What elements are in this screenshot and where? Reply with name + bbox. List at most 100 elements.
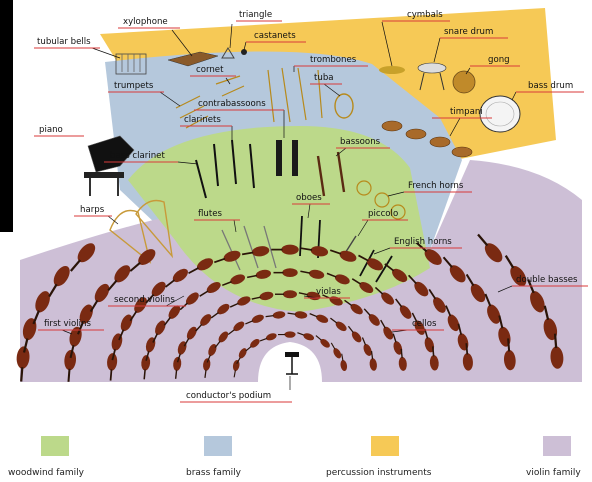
string-instrument-icon bbox=[465, 273, 486, 303]
svg-text:triangle: triangle bbox=[239, 10, 272, 20]
string-instrument-icon bbox=[344, 299, 363, 315]
castanets-instrument bbox=[241, 49, 247, 55]
string-instrument-icon bbox=[221, 274, 246, 287]
string-instrument-icon bbox=[69, 243, 96, 272]
label-bass-clarinet: bass clarinet bbox=[104, 151, 178, 163]
string-instrument-icon bbox=[214, 250, 241, 264]
svg-text:castanets: castanets bbox=[254, 31, 296, 41]
string-instrument-icon bbox=[457, 323, 469, 351]
legend-swatch-brass bbox=[204, 436, 232, 456]
label-cellos: cellos bbox=[392, 319, 444, 331]
string-instrument-icon bbox=[445, 305, 460, 332]
string-instrument-icon bbox=[287, 311, 308, 319]
label-castanets: castanets bbox=[246, 31, 306, 43]
legend-swatch-woodwind bbox=[41, 436, 69, 456]
legend-swatch-violin bbox=[543, 436, 571, 456]
string-instrument-icon bbox=[398, 348, 407, 371]
string-instrument-icon bbox=[251, 291, 274, 301]
string-instrument-icon bbox=[504, 255, 527, 287]
string-instrument-icon bbox=[173, 356, 182, 379]
string-instrument-icon bbox=[374, 286, 395, 305]
svg-text:cymbals: cymbals bbox=[407, 10, 443, 20]
label-triangle: triangle bbox=[236, 10, 282, 22]
string-instrument-icon bbox=[152, 320, 166, 343]
string-instrument-icon bbox=[275, 290, 297, 299]
string-instrument-icon bbox=[199, 282, 221, 297]
bass-clarinet-instrument bbox=[195, 159, 207, 199]
french-horns-instrument bbox=[356, 180, 406, 220]
string-instrument-icon bbox=[380, 319, 394, 340]
svg-text:first violins: first violins bbox=[44, 319, 91, 329]
svg-text:bassoons: bassoons bbox=[340, 137, 381, 147]
string-instrument-icon bbox=[329, 249, 357, 262]
string-instrument-icon bbox=[107, 265, 131, 292]
contrabassoons-instrument bbox=[276, 140, 298, 176]
svg-text:harps: harps bbox=[80, 205, 105, 215]
bass-drum-instrument bbox=[479, 95, 521, 133]
string-instrument-icon bbox=[203, 358, 211, 378]
string-instrument-icon bbox=[259, 333, 277, 342]
svg-text:cornet: cornet bbox=[196, 65, 224, 75]
xylophone-instrument bbox=[167, 51, 219, 67]
legend-swatch-percussion bbox=[371, 436, 399, 456]
label-french-horns: French horns bbox=[404, 181, 472, 193]
svg-text:double basses: double basses bbox=[516, 275, 578, 285]
legend-label-brass: brass family bbox=[186, 468, 241, 478]
podium-area bbox=[258, 342, 322, 382]
label-cornet: cornet bbox=[190, 65, 236, 77]
string-instrument-icon bbox=[214, 331, 229, 349]
svg-text:trombones: trombones bbox=[310, 55, 357, 65]
string-instrument-icon bbox=[141, 355, 151, 380]
string-instrument-icon bbox=[118, 314, 133, 341]
tuba-instrument bbox=[334, 93, 354, 119]
label-gong: gong bbox=[470, 55, 520, 67]
svg-text:snare drum: snare drum bbox=[444, 27, 493, 37]
string-instrument-icon bbox=[442, 256, 466, 283]
svg-text:gong: gong bbox=[488, 55, 510, 65]
svg-text:piano: piano bbox=[39, 125, 63, 135]
string-instrument-icon bbox=[330, 317, 347, 332]
string-instrument-icon bbox=[361, 337, 372, 356]
svg-text:tubular bells: tubular bells bbox=[37, 37, 91, 47]
svg-text:clarinets: clarinets bbox=[184, 115, 221, 125]
svg-text:oboes: oboes bbox=[296, 193, 322, 203]
svg-text:timpani: timpani bbox=[450, 107, 483, 117]
svg-text:English horns: English horns bbox=[394, 237, 452, 247]
string-instrument-icon bbox=[358, 254, 384, 271]
string-instrument-icon bbox=[241, 246, 270, 257]
string-instrument-icon bbox=[206, 343, 217, 363]
cornet-instrument bbox=[215, 75, 245, 97]
tubular-bells-instrument bbox=[115, 53, 147, 75]
leader-lines bbox=[61, 21, 517, 390]
label-xylophone: xylophone bbox=[118, 17, 180, 29]
string-instrument-icon bbox=[64, 350, 77, 382]
legend-label-woodwind: woodwind family bbox=[8, 468, 85, 478]
string-instrument-icon bbox=[247, 269, 271, 279]
svg-text:cellos: cellos bbox=[412, 319, 437, 329]
string-instrument-icon bbox=[384, 263, 408, 283]
string-instrument-icon bbox=[183, 326, 197, 347]
string-instrument-icon bbox=[477, 233, 503, 263]
label-oboes: oboes bbox=[292, 193, 330, 205]
string-instrument-icon bbox=[411, 312, 425, 335]
flutes-instrument bbox=[221, 225, 277, 271]
label-snare-drum: snare drum bbox=[440, 27, 508, 39]
string-instrument-icon bbox=[340, 353, 348, 372]
svg-text:xylophone: xylophone bbox=[123, 17, 168, 27]
snare-drum-instrument bbox=[417, 62, 447, 91]
english-horns-instrument bbox=[359, 249, 393, 283]
label-tubular-bells: tubular bells bbox=[34, 37, 100, 49]
podium-stand bbox=[285, 352, 299, 375]
legend-label-percussion: percussion instruments bbox=[326, 468, 432, 478]
label-english-horns: English horns bbox=[390, 237, 462, 249]
string-instrument-icon bbox=[145, 281, 166, 304]
cymbals-instrument bbox=[379, 66, 405, 74]
label-bassoons: bassoons bbox=[336, 137, 390, 149]
string-instrument-icon bbox=[129, 249, 156, 272]
string-instrument-icon bbox=[484, 293, 501, 324]
string-instrument-icon bbox=[32, 291, 50, 325]
string-instrument-icon bbox=[195, 314, 212, 332]
label-double-basses: double basses bbox=[512, 275, 588, 287]
label-trumpets: trumpets bbox=[108, 81, 164, 93]
